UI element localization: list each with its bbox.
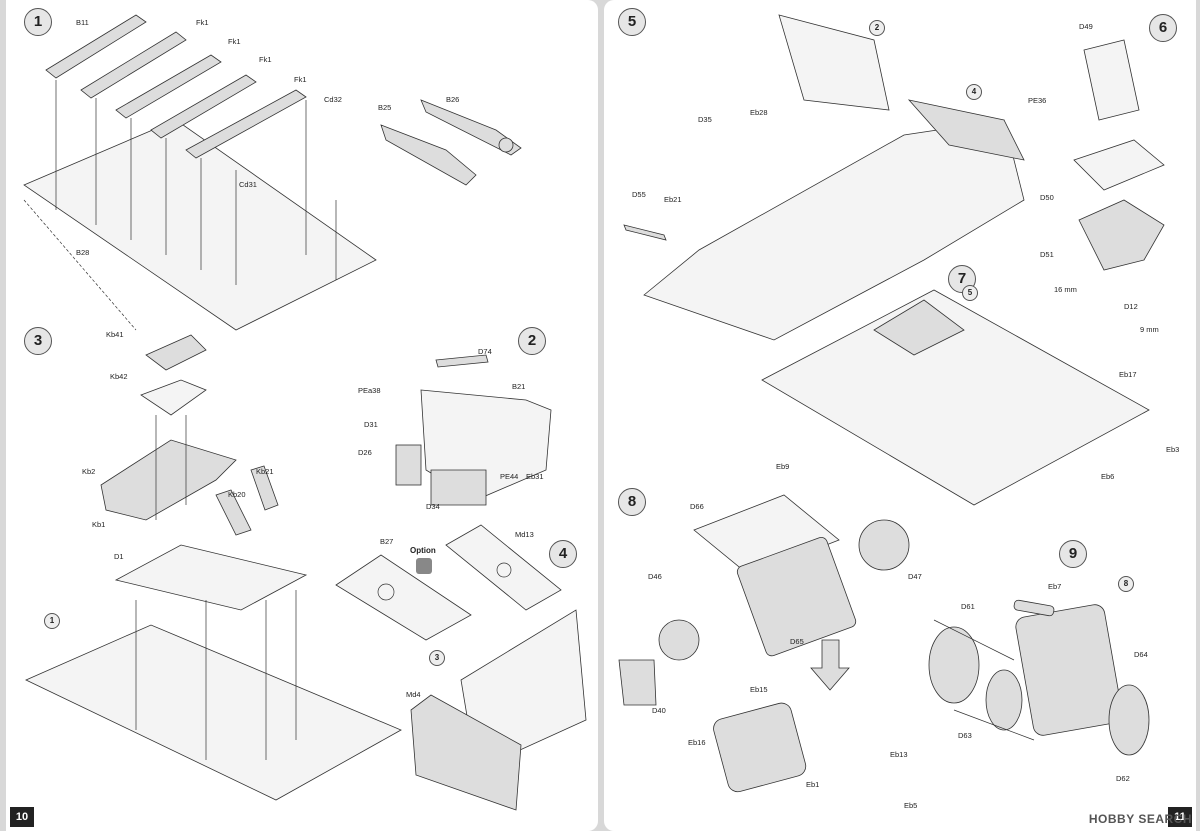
part-label: D51 [1040, 250, 1054, 259]
part-label: Fk1 [196, 18, 209, 27]
part-label: D63 [958, 731, 972, 740]
part-label: PE44 [500, 472, 519, 481]
measurement-label: 16 mm [1054, 285, 1077, 294]
part-label: Eb6 [1101, 472, 1115, 481]
part-label: Eb31 [526, 472, 544, 481]
part-label: D64 [1134, 650, 1148, 659]
part-label: Eb7 [1048, 582, 1062, 591]
part-label: D74 [478, 347, 492, 356]
part-label: D55 [632, 190, 646, 199]
part-label: Cd31 [239, 180, 257, 189]
page-number: 10 [10, 807, 34, 827]
part-label: Kb42 [110, 372, 128, 381]
step-reference: 2 [869, 20, 885, 36]
part-label: D62 [1116, 774, 1130, 783]
part-label: Md13 [515, 530, 534, 539]
step-reference: 4 [966, 84, 982, 100]
part-label: B26 [446, 95, 460, 104]
part-label: Cd32 [324, 95, 342, 104]
part-label: D46 [648, 572, 662, 581]
right-instruction-page: 5 6 7 8 9 2 4 D35 Eb28 D55 Eb21 D49 PE36… [604, 0, 1196, 831]
part-label: D66 [690, 502, 704, 511]
part-label: Eb13 [890, 750, 908, 759]
part-label: Eb15 [750, 685, 768, 694]
step-number: 4 [549, 540, 577, 568]
part-label: D1 [114, 552, 124, 561]
step-number: 3 [24, 327, 52, 355]
step-number: 6 [1149, 14, 1177, 42]
part-label: D40 [652, 706, 666, 715]
left-page-drawings [23, 14, 587, 811]
step-number: 7 [948, 265, 976, 293]
right-page-drawings [618, 14, 1165, 793]
part-label: B25 [378, 103, 392, 112]
step-number: 9 [1059, 540, 1087, 568]
part-label: D65 [790, 637, 804, 646]
step-reference: 8 [1118, 576, 1134, 592]
part-label: Kb2 [82, 467, 96, 476]
part-label: Fk1 [259, 55, 272, 64]
part-label: D26 [358, 448, 372, 457]
part-label: Eb17 [1119, 370, 1137, 379]
part-label: D34 [426, 502, 440, 511]
part-label: D31 [364, 420, 378, 429]
part-label: Fk1 [294, 75, 307, 84]
step-reference: 5 [962, 285, 978, 301]
option-icon [416, 558, 432, 574]
step-number: 8 [618, 488, 646, 516]
measurement-label: 9 mm [1140, 325, 1159, 334]
part-label: Eb16 [688, 738, 706, 747]
part-label: B28 [76, 248, 90, 257]
part-label: B27 [380, 537, 394, 546]
page-number: 11 [1168, 807, 1192, 827]
step-reference: 1 [44, 613, 60, 629]
part-label: Kb41 [106, 330, 124, 339]
part-label: Eb9 [776, 462, 790, 471]
step-number: 2 [518, 327, 546, 355]
part-label: D47 [908, 572, 922, 581]
step-reference: 3 [429, 650, 445, 666]
part-label: Kb21 [256, 467, 274, 476]
left-instruction-page: 1 3 2 4 B11 Fk1 Fk1 Fk1 Fk1 Cd32 B25 B26… [6, 0, 598, 831]
part-label: PE36 [1028, 96, 1047, 105]
part-label: Fk1 [228, 37, 241, 46]
part-label: D50 [1040, 193, 1054, 202]
option-label: Option [410, 546, 436, 555]
part-label: Eb5 [904, 801, 918, 810]
part-label: B21 [512, 382, 526, 391]
part-label: Kb20 [228, 490, 246, 499]
part-label: Eb21 [664, 195, 682, 204]
part-label: D61 [961, 602, 975, 611]
part-label: Eb1 [806, 780, 820, 789]
step-number: 1 [24, 8, 52, 36]
watermark: HOBBY SEARCH [1088, 812, 1192, 826]
part-label: Kb1 [92, 520, 106, 529]
part-label: Eb3 [1166, 445, 1180, 454]
part-label: PEa38 [358, 386, 381, 395]
part-label: Eb28 [750, 108, 768, 117]
part-label: Md4 [406, 690, 421, 699]
part-label: D12 [1124, 302, 1138, 311]
part-label: B11 [76, 18, 89, 27]
part-label: D49 [1079, 22, 1093, 31]
part-label: D35 [698, 115, 712, 124]
step-number: 5 [618, 8, 646, 36]
